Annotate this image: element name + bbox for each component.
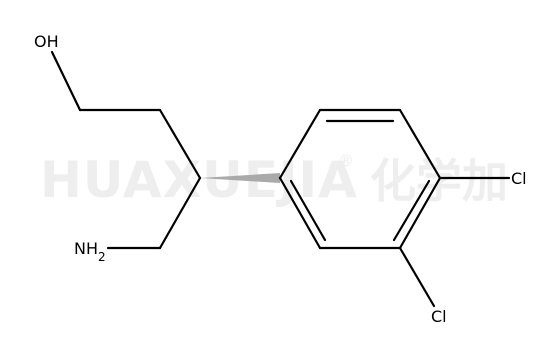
atom-label-hydroxyl: OH [34,32,59,51]
ring-bond-6 [278,176,322,250]
atom-label-amine: NH [74,239,98,258]
bond-o-c1 [50,50,82,112]
substituent-bonds [398,176,511,308]
ring-bond-3 [398,108,442,180]
ring-double-bond-left [289,179,327,242]
benzene-ring [278,108,442,250]
atom-labels: OH NH 2 Cl Cl [34,32,527,326]
chain-bonds [50,50,202,250]
ring-bond-4 [398,176,442,250]
watermark-registered-mark: ® [338,151,354,170]
bond-ring-cl-meta [398,246,436,308]
atom-label-chlorine-para: Cl [511,169,527,188]
ring-bond-1 [278,108,322,180]
atom-label-chlorine-meta: Cl [431,307,447,326]
atom-label-amine-subscript: 2 [98,250,106,264]
bond-c3-c4 [158,176,202,250]
stereo-wedge-bond [200,173,280,183]
bond-c2-c3 [158,108,202,180]
ring-double-bond-right [392,179,431,242]
